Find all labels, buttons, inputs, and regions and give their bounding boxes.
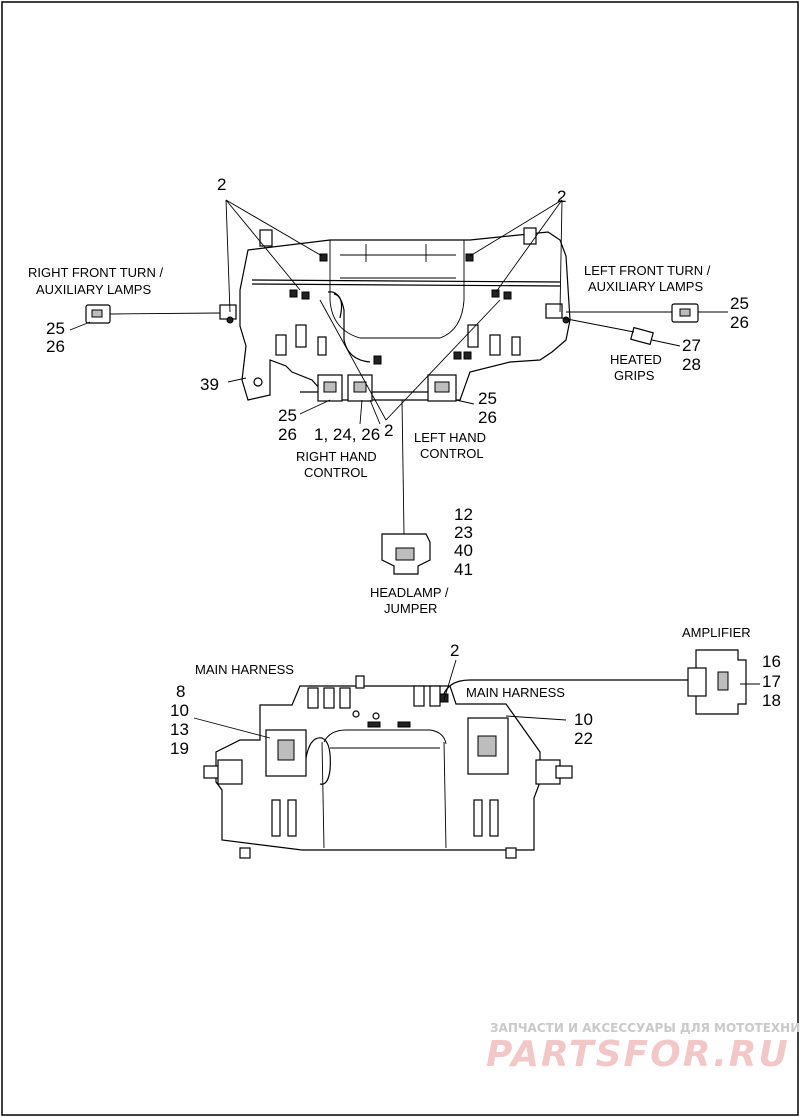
callout-22: 22 xyxy=(574,729,593,748)
callout-19: 19 xyxy=(170,739,189,758)
callout-13: 13 xyxy=(170,720,189,739)
main-harness-left-label: MAIN HARNESS xyxy=(195,662,294,677)
callout-1-24-26: 1, 24, 26 xyxy=(314,425,380,444)
callout-26-lhc: 26 xyxy=(478,408,497,427)
upper-leader-lines xyxy=(69,199,728,425)
callout-26-left: 26 xyxy=(730,313,749,332)
callout-25-left: 25 xyxy=(730,294,749,313)
lower-leader-lines xyxy=(193,659,760,739)
left-hand-control-label-line1: LEFT HAND xyxy=(414,430,486,445)
right-front-label-line1: RIGHT FRONT TURN / xyxy=(28,265,163,280)
watermark-logo: PARTSFOR.RU xyxy=(486,1034,790,1075)
callout-10-left: 10 xyxy=(170,701,189,720)
right-front-lamp-connector xyxy=(85,304,221,324)
watermark: ЗАПЧАСТИ И АКСЕССУАРЫ ДЛЯ МОТОТЕХНИКИ PA… xyxy=(486,1021,800,1075)
callout-27: 27 xyxy=(682,336,701,355)
lower-labels: MAIN HARNESS MAIN HARNESS AMPLIFIER xyxy=(195,625,751,700)
callout-2-top-left: 2 xyxy=(217,175,226,194)
callout-numbers: 2 2 25 26 25 26 27 28 39 25 26 1, 24, 26… xyxy=(46,175,781,758)
callout-12: 12 xyxy=(454,505,473,524)
callout-18: 18 xyxy=(762,691,781,710)
lower-bracket-assembly xyxy=(203,675,690,859)
left-hand-control-label-line2: CONTROL xyxy=(420,446,484,461)
right-hand-control-label-line2: CONTROL xyxy=(304,465,368,480)
callout-25-rhc: 25 xyxy=(278,406,297,425)
amplifier-label: AMPLIFIER xyxy=(682,625,751,640)
headlamp-connector xyxy=(381,399,431,575)
callout-26-right: 26 xyxy=(46,337,65,356)
right-front-label-line2: AUXILIARY LAMPS xyxy=(36,282,151,297)
callout-25-lhc: 25 xyxy=(478,389,497,408)
amplifier-connector xyxy=(687,649,747,715)
heated-grips-label-line2: GRIPS xyxy=(614,368,655,383)
main-harness-right-label: MAIN HARNESS xyxy=(466,685,565,700)
heated-grips-connector xyxy=(561,317,654,346)
callout-25-right: 25 xyxy=(46,319,65,338)
right-hand-control-label-line1: RIGHT HAND xyxy=(296,449,377,464)
callout-10-right: 10 xyxy=(574,710,593,729)
left-front-label-line1: LEFT FRONT TURN / xyxy=(584,263,711,278)
callout-16: 16 xyxy=(762,652,781,671)
callout-2-top-right: 2 xyxy=(557,187,566,206)
callout-17: 17 xyxy=(762,672,781,691)
callout-40: 40 xyxy=(454,541,473,560)
left-front-label-line2: AUXILIARY LAMPS xyxy=(588,279,703,294)
callout-26-rhc: 26 xyxy=(278,425,297,444)
headlamp-label-line2: JUMPER xyxy=(384,601,437,616)
callout-2-lower: 2 xyxy=(450,641,459,660)
callout-23: 23 xyxy=(454,523,473,542)
callout-28: 28 xyxy=(682,355,701,374)
callout-39: 39 xyxy=(200,375,219,394)
heated-grips-label-line1: HEATED xyxy=(610,352,662,367)
headlamp-label-line1: HEADLAMP / xyxy=(370,585,449,600)
callout-41: 41 xyxy=(454,560,473,579)
upper-labels: RIGHT FRONT TURN / AUXILIARY LAMPS LEFT … xyxy=(28,263,711,616)
callout-2-center: 2 xyxy=(384,421,393,440)
callout-8: 8 xyxy=(176,682,185,701)
left-front-lamp-connector xyxy=(566,303,699,323)
upper-bracket-assembly xyxy=(219,227,571,402)
watermark-tagline: ЗАПЧАСТИ И АКСЕССУАРЫ ДЛЯ МОТОТЕХНИКИ xyxy=(490,1021,800,1035)
